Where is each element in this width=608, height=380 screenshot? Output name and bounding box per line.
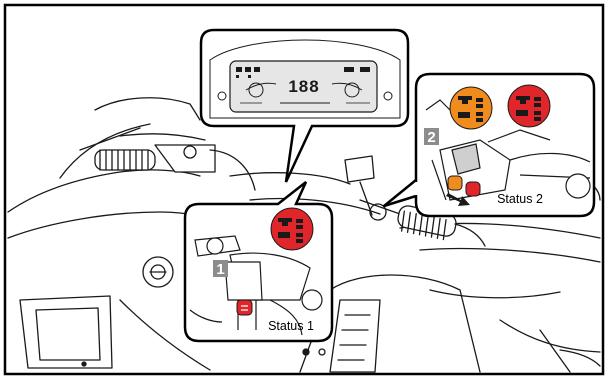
callout-step-1: 1 Status 1	[185, 182, 332, 341]
2wd-mode-icon	[271, 208, 313, 250]
callout-step-2: 2 Status 2	[384, 74, 594, 216]
2wd-mode-icon-alt	[508, 85, 550, 127]
step-1-number: 1	[216, 261, 224, 278]
step-2-number: 2	[427, 129, 435, 146]
status-1-label: Status 1	[268, 319, 314, 333]
status-2-label: Status 2	[497, 192, 543, 206]
lcd-digits: 188	[288, 77, 319, 96]
lcd-display-icon: 188	[230, 61, 377, 112]
4wd-mode-icon	[450, 87, 492, 129]
